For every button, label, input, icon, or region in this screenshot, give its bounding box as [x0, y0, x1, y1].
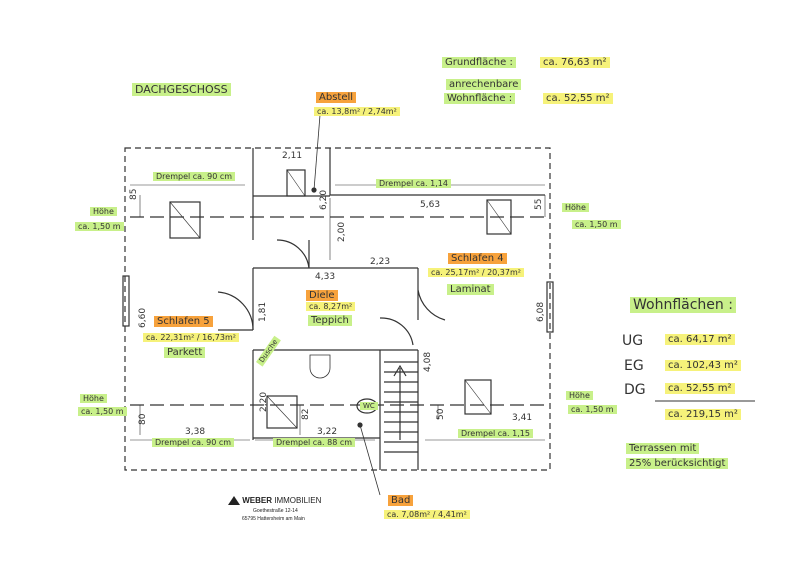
grundflaeche-label: Grundfläche :: [442, 57, 516, 68]
dim-2-11: 2,11: [282, 151, 302, 161]
hoehe-left-top-1: Höhe: [90, 207, 117, 216]
company-logo: WEBER IMMOBILIEN: [228, 496, 322, 506]
staircase: [380, 349, 418, 453]
wohnflaechen-total: ca. 219,15 m²: [665, 409, 741, 420]
outer-boundary: [124, 147, 551, 471]
grundflaeche-value: ca. 76,63 m²: [540, 57, 610, 68]
room-wc: WC: [360, 402, 378, 410]
room-abstell-area: ca. 13,8m² / 2,74m²: [314, 107, 400, 116]
dim-80: 80: [138, 413, 148, 425]
company-name-rest: IMMOBILIEN: [272, 496, 322, 505]
weber-logo-icon: [228, 496, 240, 506]
room-abstell-name: Abstell: [316, 92, 357, 103]
gable-window-right: [546, 281, 554, 333]
door-bad: [379, 317, 414, 346]
leader-bad: [359, 424, 381, 496]
dim-4-33: 4,33: [315, 272, 335, 282]
drempel-bottom-left: Drempel ca. 90 cm: [152, 438, 235, 447]
drempel-bottom-right: Drempel ca. 1,15: [458, 429, 533, 438]
door-schlafen5: [217, 291, 254, 331]
dim-6-20: 6,20: [319, 190, 329, 210]
leader-abstell: [313, 114, 321, 191]
dim-2-20: 2,20: [259, 392, 269, 412]
dim-82: 82: [301, 409, 311, 420]
dim-2-23: 2,23: [370, 257, 390, 267]
stair-arrow: [393, 364, 407, 440]
room-schlafen5-area: ca. 22,31m² / 16,73m²: [143, 333, 239, 342]
dim-4-08: 4,08: [423, 352, 433, 372]
gable-window-left: [122, 275, 130, 327]
dim-6-08: 6,08: [536, 302, 546, 322]
hoehe-left-top-2: ca. 1,50 m: [75, 222, 124, 231]
hoehe-left-bottom-2: ca. 1,50 m: [78, 407, 127, 416]
hoehe-right-top-1: Höhe: [562, 203, 589, 212]
dim-1-81: 1,81: [258, 302, 268, 322]
skylight-abstell: [286, 169, 306, 197]
wohnflaechen-row-dg-value: ca. 52,55 m²: [665, 383, 735, 394]
hoehe-right-top-2: ca. 1,50 m: [572, 220, 621, 229]
wohnflaechen-row-ug-value: ca. 64,17 m²: [665, 334, 735, 345]
wohnflaechen-row-dg-label: DG: [624, 382, 646, 398]
wohnflaechen-note-1: Terrassen mit: [626, 443, 700, 454]
wohnflaechen-row-ug-label: UG: [622, 333, 644, 349]
door-abstell: [276, 239, 310, 269]
skylight-schlafen4-bottom: [464, 379, 492, 415]
wohnflaechen-row-eg-value: ca. 102,43 m²: [665, 360, 741, 371]
dim-5-63: 5,63: [420, 200, 440, 210]
company-street: Goethestraße 12-14: [253, 508, 298, 514]
drempel-bottom-mid: Drempel ca. 88 cm: [273, 438, 356, 447]
door-schlafen4: [417, 289, 446, 321]
room-diele-area: ca. 8,27m²: [306, 302, 356, 311]
drempel-top-right: Drempel ca. 1,14: [376, 179, 451, 188]
sink: [309, 354, 331, 379]
wohnflaeche-label-2: Wohnfläche :: [444, 93, 516, 104]
wohnflaechen-row-eg-label: EG: [624, 358, 644, 374]
floor-title: DACHGESCHOSS: [132, 83, 231, 96]
dim-55: 55: [534, 199, 544, 210]
skylight-schlafen5-top: [169, 201, 201, 239]
room-bad-area: ca. 7,08m² / 4,41m²: [384, 510, 470, 519]
skylight-bad: [266, 395, 298, 429]
dim-6-60: 6,60: [138, 308, 148, 328]
hoehe-right-bottom-2: ca. 1,50 m: [568, 405, 617, 414]
wohnflaeche-label-1: anrechenbare: [446, 79, 522, 90]
wall-abstell-right: [329, 148, 545, 196]
wohnflaechen-title: Wohnflächen :: [630, 297, 736, 313]
room-schlafen4-name: Schlafen 4: [448, 253, 507, 264]
room-schlafen4-floor: Laminat: [447, 284, 494, 295]
room-schlafen4-area: ca. 25,17m² / 20,37m²: [428, 268, 524, 277]
dim-3-22: 3,22: [317, 427, 337, 437]
hoehe-right-bottom-1: Höhe: [566, 391, 593, 400]
skylight-schlafen4: [486, 199, 512, 235]
hoehe-left-bottom-1: Höhe: [80, 394, 107, 403]
drempel-top-left: Drempel ca. 90 cm: [153, 172, 236, 181]
room-diele-name: Diele: [306, 290, 338, 301]
company-name-bold: WEBER: [242, 496, 273, 505]
room-bad-name: Bad: [388, 495, 414, 506]
dim-50: 50: [436, 408, 446, 420]
dim-85: 85: [129, 189, 139, 200]
room-schlafen5-floor: Parkett: [164, 347, 206, 358]
wohnflaeche-value: ca. 52,55 m²: [543, 93, 613, 104]
dim-2-00: 2,00: [337, 222, 347, 242]
company-city: 65795 Hattersheim am Main: [242, 516, 305, 522]
room-schlafen5-name: Schlafen 5: [154, 316, 213, 327]
dim-3-41: 3,41: [512, 413, 532, 423]
wohnflaechen-note-2: 25% berücksichtigt: [626, 458, 729, 469]
dim-3-38: 3,38: [185, 427, 205, 437]
room-diele-floor: Teppich: [308, 315, 352, 326]
